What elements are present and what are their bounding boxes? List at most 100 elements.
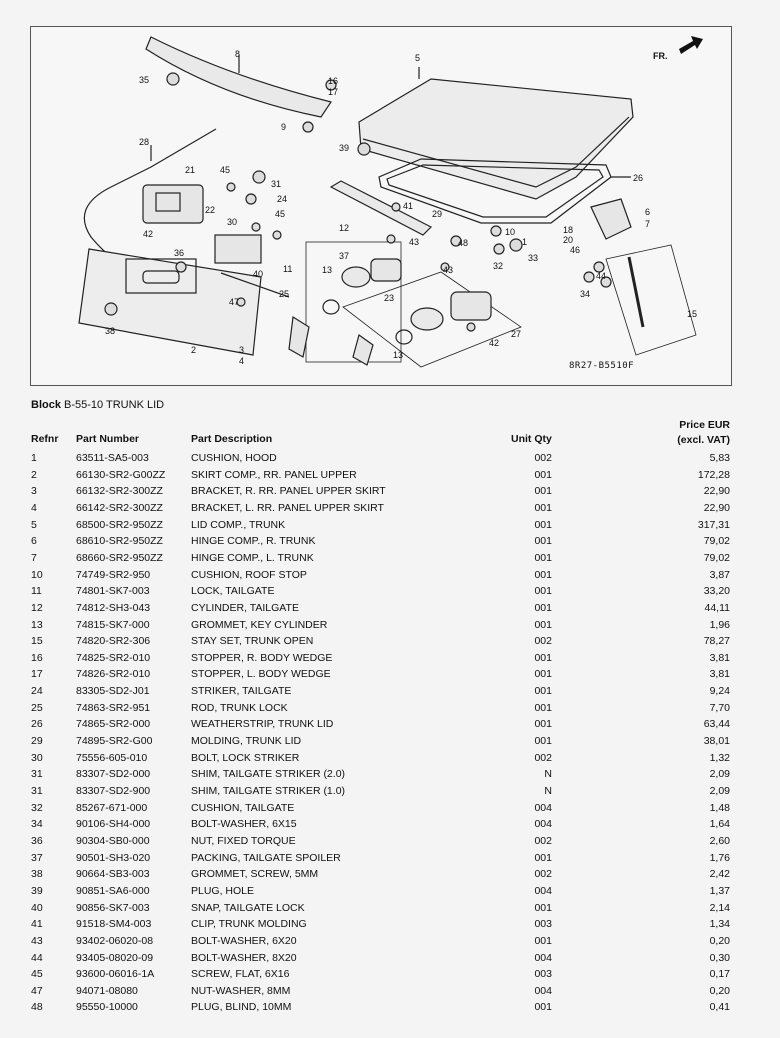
callout-10: 10: [505, 227, 515, 237]
refnr-cell: 43: [31, 934, 43, 947]
unit-qty-cell: 003: [534, 918, 552, 931]
part-number-cell: 68610-SR2-950ZZ: [76, 535, 163, 548]
part-number-cell: 83305-SD2-J01: [76, 685, 150, 698]
part-number-cell: 74825-SR2-010: [76, 651, 151, 664]
refnr-cell: 1: [31, 452, 37, 464]
unit-qty-cell: 001: [534, 501, 552, 514]
unit-qty-cell: 002: [534, 751, 552, 764]
part-number-cell: 90304-SB0-000: [76, 834, 150, 847]
refnr-cell: 41: [31, 918, 43, 931]
unit-qty-cell: 001: [534, 651, 552, 664]
callout-20: 20: [563, 235, 573, 245]
unit-qty-cell: 001: [534, 518, 552, 531]
callout-48: 48: [458, 238, 468, 248]
part-description-cell: GROMMET, KEY CYLINDER: [191, 618, 328, 631]
unit-qty-cell: 004: [534, 884, 552, 897]
header-price-line2: (excl. VAT): [677, 434, 730, 446]
unit-qty-cell: 001: [534, 468, 552, 481]
part-number-cell: 85267-671-000: [76, 801, 148, 814]
callout-27: 27: [511, 329, 521, 339]
callout-8: 8: [235, 49, 240, 59]
block-value: B-55-10 TRUNK LID: [64, 399, 165, 411]
callout-3: 3: [239, 345, 244, 355]
refnr-cell: 7: [31, 551, 37, 564]
refnr-cell: 15: [31, 635, 43, 648]
part-description-cell: STRIKER, TAILGATE: [191, 685, 292, 698]
part-number-cell: 74826-SR2-010: [76, 668, 151, 681]
part-description-cell: LID COMP., TRUNK: [191, 518, 286, 531]
unit-qty-cell: 004: [534, 818, 552, 831]
refnr-cell: 44: [31, 951, 43, 964]
part-number-cell: 74820-SR2-306: [76, 635, 151, 648]
part-description-cell: HINGE COMP., L. TRUNK: [191, 551, 314, 564]
part-number-cell: 75556-605-010: [76, 751, 148, 764]
callout-4: 4: [239, 356, 244, 366]
callout-13-a: 13: [322, 265, 332, 275]
part-number-cell: 63511-SA5-003: [76, 452, 149, 464]
callout-30: 30: [227, 217, 237, 227]
price-cell: 1,34: [709, 918, 730, 931]
part-number-cell: 90501-SH3-020: [76, 851, 151, 864]
refnr-cell: 36: [31, 834, 43, 847]
price-cell: 0,41: [709, 1001, 730, 1014]
unit-qty-cell: 001: [534, 851, 552, 864]
part-description-cell: BRACKET, R. RR. PANEL UPPER SKIRT: [191, 485, 386, 498]
price-cell: 317,31: [697, 518, 730, 531]
unit-qty-cell: 002: [534, 452, 552, 464]
refnr-cell: 25: [31, 701, 43, 714]
unit-qty-cell: 004: [534, 801, 552, 814]
price-cell: 44,11: [704, 601, 731, 614]
callout-6: 6: [645, 207, 650, 217]
callout-42-a: 42: [143, 229, 153, 239]
refnr-cell: 26: [31, 718, 43, 731]
part-description-cell: BOLT, LOCK STRIKER: [191, 751, 300, 764]
part-number-cell: 68500-SR2-950ZZ: [76, 518, 163, 531]
price-cell: 63,44: [703, 718, 730, 731]
part-number-cell: 90851-SA6-000: [76, 884, 150, 897]
price-cell: 0,20: [709, 934, 730, 947]
part-number-cell: 93402-06020-08: [76, 934, 154, 947]
unit-qty-cell: N: [544, 785, 552, 797]
part-number-cell: 66130-SR2-G00ZZ: [76, 468, 166, 481]
part-description-cell: MOLDING, TRUNK LID: [191, 735, 302, 748]
part-description-cell: SCREW, FLAT, 6X16: [191, 968, 290, 981]
unit-qty-cell: 004: [534, 951, 552, 964]
callout-45-a: 45: [220, 165, 230, 175]
block-label: Block: [31, 399, 61, 411]
diagram-callouts: FR. 1 2 3 4 5 6 7 8 9 10 11 12 13 13 15 …: [105, 49, 697, 366]
refnr-cell: 3: [31, 485, 37, 498]
unit-qty-cell: 001: [534, 485, 552, 498]
price-cell: 0,20: [709, 984, 730, 997]
exploded-parts-diagram: FR. 1 2 3 4 5 6 7 8 9 10 11 12 13 13 15 …: [30, 26, 732, 386]
refnr-cell: 45: [31, 968, 43, 981]
part-number-cell: 90106-SH4-000: [76, 818, 151, 831]
header-part-description: Part Description: [191, 433, 273, 445]
unit-qty-cell: 001: [534, 735, 552, 748]
callout-13-b: 13: [393, 350, 403, 360]
callout-47: 47: [229, 297, 239, 307]
diagram-drawing: FR. 1 2 3 4 5 6 7 8 9 10 11 12 13 13 15 …: [78, 36, 703, 368]
unit-qty-cell: 001: [534, 901, 552, 914]
price-cell: 3,81: [709, 668, 730, 681]
callout-1: 1: [522, 237, 527, 247]
refnr-cell: 2: [31, 468, 37, 481]
part-number-cell: 74801-SK7-003: [76, 585, 150, 598]
callout-35: 35: [139, 75, 149, 85]
part-description-cell: STOPPER, R. BODY WEDGE: [191, 651, 333, 664]
callout-11: 11: [283, 264, 292, 274]
